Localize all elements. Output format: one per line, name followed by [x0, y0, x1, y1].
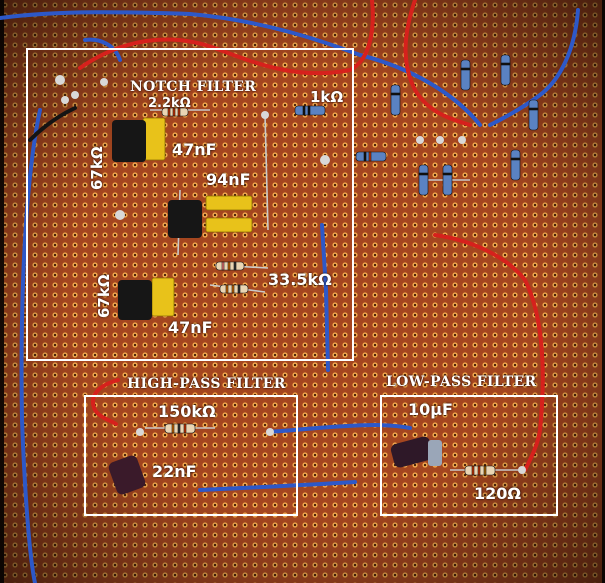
resistor-67k-top-label: 67kΩ	[88, 146, 106, 190]
capacitor-10u-label: 10μF	[408, 400, 453, 419]
notch-filter-label: NOTCH FILTER	[130, 79, 257, 95]
capacitor-22n-label: 22nF	[152, 462, 197, 481]
resistors	[161, 54, 539, 476]
high-pass-filter-box	[84, 395, 298, 516]
notch-filter-box	[26, 48, 354, 361]
resistor-33-5k-label: 33.5kΩ	[268, 270, 332, 289]
resistor-120-label: 120Ω	[474, 484, 521, 503]
resistor-150k-label: 150kΩ	[158, 402, 216, 421]
red-wires	[78, 0, 545, 472]
capacitor-47n-bottom-label: 47nF	[168, 318, 213, 337]
capacitor-47n-top-label: 47nF	[172, 140, 217, 159]
high-pass-filter-label: HIGH-PASS FILTER	[127, 376, 286, 392]
resistor-2-2k-label: 2.2kΩ	[148, 96, 191, 111]
electrolytic-capacitors	[108, 436, 442, 495]
blue-wires	[0, 8, 580, 583]
low-pass-filter-box	[380, 395, 558, 516]
capacitor-94n-label: 94nF	[206, 170, 251, 189]
resistor-1k-label: 1kΩ	[310, 88, 344, 106]
resistor-67k-bottom-label: 67kΩ	[95, 274, 113, 318]
low-pass-filter-label: LOW-PASS FILTER	[386, 374, 537, 390]
film-capacitors	[142, 117, 253, 317]
